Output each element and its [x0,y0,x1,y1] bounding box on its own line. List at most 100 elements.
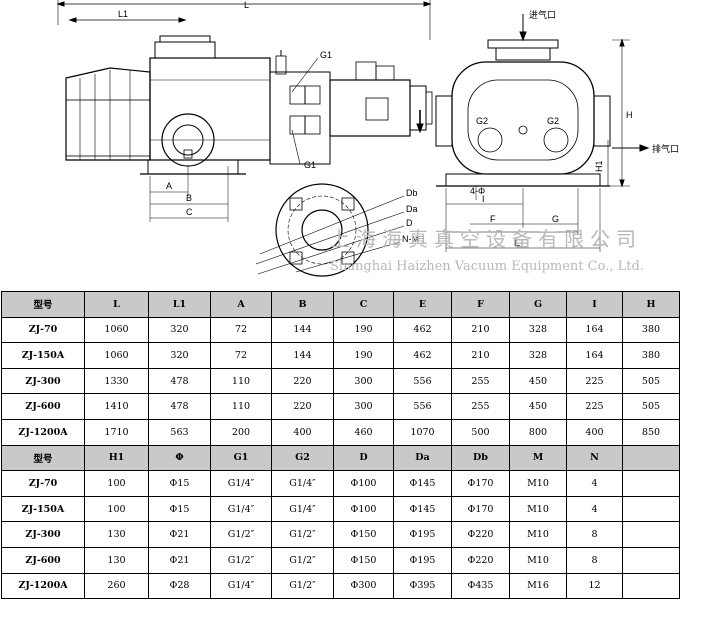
dim-label-C: C [186,207,193,217]
table-cell: 12 [566,572,623,600]
model-cell: ZJ-1200A [1,572,85,600]
table-cell: 320 [148,342,211,369]
table-cell: 1070 [393,418,452,446]
table-cell: 100 [84,470,149,497]
table-cell: 500 [451,418,510,446]
model-cell: ZJ-300 [1,521,85,548]
dim-label-E: E [514,238,520,248]
table-cell: 462 [393,342,452,369]
table-cell: M10 [509,470,567,497]
table-cell: 225 [566,367,623,395]
table-cell: 556 [393,393,452,420]
table-cell: 300 [333,367,394,395]
table-cell: Φ15 [148,470,211,497]
table-cell: 220 [271,367,334,395]
label-D: D [406,218,413,228]
table-header-cell: G2 [271,444,334,472]
table-cell: 200 [210,418,272,446]
table-cell: G1/2″ [271,521,334,548]
table-cell: Φ28 [148,572,211,600]
dim-label-G: G [552,214,559,224]
dim-label-B: B [186,193,192,203]
pump-front-view: 进气口 G2 G2 排气口 H H1 4-Φ I [435,9,679,252]
table-cell: 450 [509,367,567,395]
table-cell [622,521,680,548]
table-cell: 72 [210,316,272,344]
table-cell: G1/2″ [271,572,334,600]
dim-label-F: F [490,214,496,224]
table-cell: 210 [451,316,510,344]
table-cell: 164 [566,342,623,369]
table-cell: Φ150 [333,521,394,548]
table-cell: 255 [451,393,510,420]
table-cell: 4 [566,495,623,523]
table-cell: 320 [148,316,211,344]
table-cell: M10 [509,521,567,548]
table-cell: 800 [509,418,567,446]
label-G2-left: G2 [476,116,488,126]
dim-label-H: H [626,110,633,120]
table-header-cell: H [622,291,680,318]
table-cell: Φ150 [333,546,394,574]
table-cell: 450 [509,393,567,420]
table-cell: 210 [451,342,510,369]
table-cell: 260 [84,572,149,600]
table-cell: 190 [333,316,394,344]
table-cell [622,572,680,600]
table-cell: G1/4″ [271,495,334,523]
table-cell: Φ195 [393,546,452,574]
table-cell: 556 [393,367,452,395]
table-cell: M16 [509,572,567,600]
table-header-cell: E [393,291,452,318]
table-cell: 563 [148,418,211,446]
table-cell: 380 [622,342,680,369]
watermark-chinese: 上海海真真空设备有限公司 [330,227,642,251]
model-cell: ZJ-150A [1,495,85,523]
table-cell: 1330 [84,367,149,395]
table-cell: 100 [84,495,149,523]
table-cell: 72 [210,342,272,369]
label-Db: Db [406,188,418,198]
table-cell: 1710 [84,418,149,446]
table-cell: Φ170 [451,495,510,523]
table-header-cell: I [566,291,623,318]
table-header-cell: Φ [148,444,211,472]
table-cell: 1060 [84,342,149,369]
table-cell: 1060 [84,316,149,344]
table-cell: 1410 [84,393,149,420]
table-cell: 110 [210,393,272,420]
table-cell: M10 [509,546,567,574]
table-cell: G1/2″ [271,546,334,574]
inlet-label: 进气口 [529,9,556,20]
table-cell [622,470,680,497]
model-cell: ZJ-600 [1,393,85,420]
watermark-english: Shanghai Haizhen Vacuum Equipment Co., L… [330,259,644,274]
table-cell: 400 [271,418,334,446]
label-4-phi: 4-Φ [470,186,485,196]
table-header-cell: D [333,444,394,472]
table-cell: 400 [566,418,623,446]
table-cell [622,546,680,574]
table-cell: M10 [509,495,567,523]
table-header-cell: N [566,444,623,472]
table-cell: Φ300 [333,572,394,600]
table-cell: 478 [148,367,211,395]
table-cell: Φ21 [148,521,211,548]
model-cell: ZJ-1200A [1,418,85,446]
table-cell: 505 [622,367,680,395]
table-cell: 255 [451,367,510,395]
pump-side-view: L L1 [56,0,433,222]
table-header-cell: G1 [210,444,272,472]
table-cell: 144 [271,342,334,369]
label-NM: N-M [402,234,419,244]
label-G1-bottom: G1 [304,160,316,170]
table-header-cell: G [509,291,567,318]
